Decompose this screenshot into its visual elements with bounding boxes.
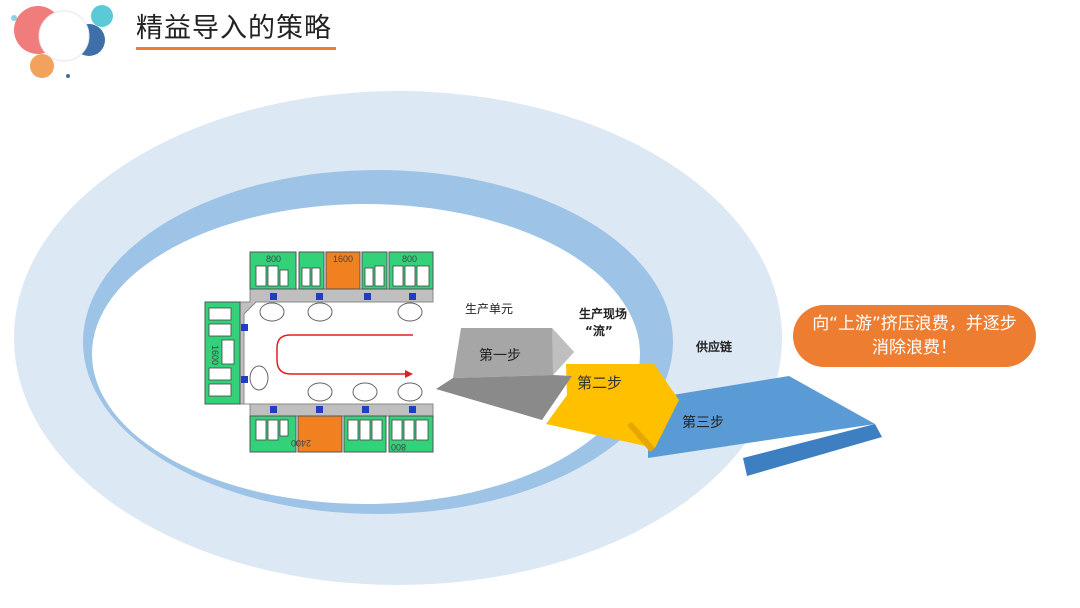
station-number-top-left: 800 bbox=[266, 254, 281, 264]
station-numbers: 800 1600 800 2400 800 1600 bbox=[210, 254, 417, 452]
station-number-bottom-right: 800 bbox=[391, 442, 406, 452]
cell-core bbox=[92, 204, 640, 504]
step-2-label: 第二步 bbox=[577, 374, 622, 392]
step-3-label: 第三步 bbox=[682, 414, 724, 431]
step-1-block bbox=[436, 328, 574, 420]
site-label-line1: 生产现场 bbox=[579, 306, 627, 321]
waste-callout: 向“上游”挤压浪费，并逐步消除浪费！ bbox=[793, 305, 1036, 367]
production-cell-layout bbox=[204, 251, 434, 453]
page-title: 精益导入的策略 bbox=[136, 13, 332, 44]
supply-chain-label: 供应链 bbox=[695, 339, 733, 354]
site-label-line2: “流” bbox=[585, 323, 613, 338]
logo-decoration bbox=[11, 5, 113, 78]
title-underline bbox=[136, 47, 336, 50]
step-1-label: 第一步 bbox=[479, 347, 521, 364]
station-number-top-mid: 1600 bbox=[333, 254, 353, 264]
step-2-chevron bbox=[546, 364, 679, 452]
step-3-arrow bbox=[648, 376, 882, 476]
station-number-top-right: 800 bbox=[402, 254, 417, 264]
station-number-left: 1600 bbox=[210, 345, 220, 365]
station-number-bottom-mid: 2400 bbox=[291, 438, 311, 448]
cell-label: 生产单元 bbox=[465, 302, 513, 316]
